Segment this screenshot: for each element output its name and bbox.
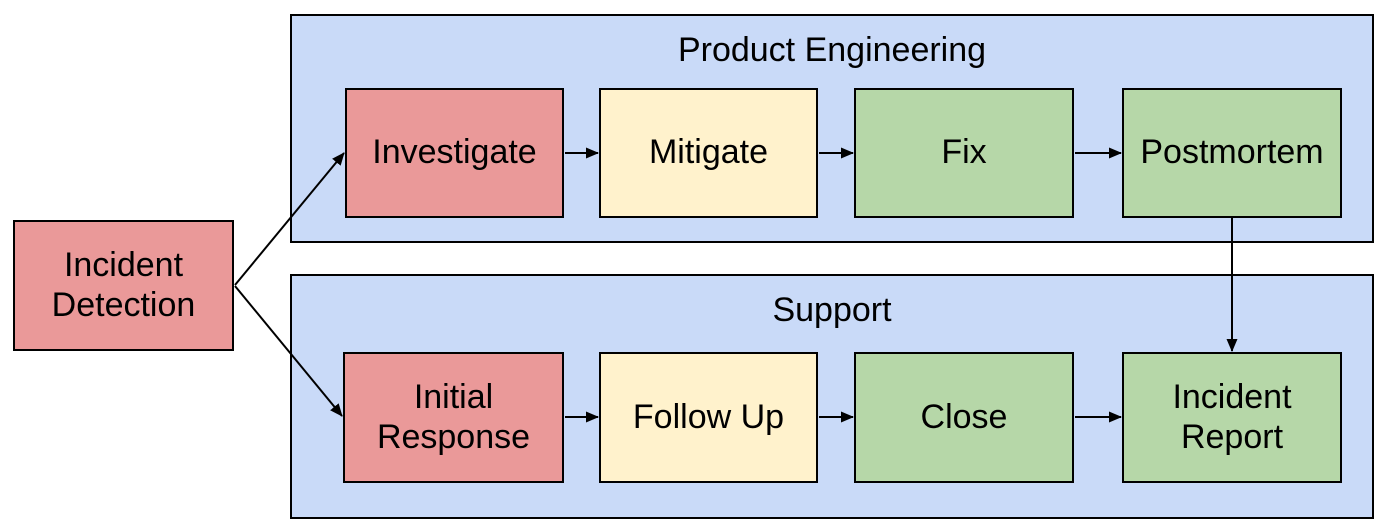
node-initial-response: Initial Response xyxy=(343,352,564,483)
lane-title-product-engineering: Product Engineering xyxy=(677,31,987,69)
node-incident-detection: Incident Detection xyxy=(13,220,234,351)
node-mitigate: Mitigate xyxy=(599,88,818,218)
node-postmortem: Postmortem xyxy=(1122,88,1342,218)
lane-title-support: Support xyxy=(772,291,892,329)
node-incident-report: Incident Report xyxy=(1122,352,1342,483)
node-follow-up: Follow Up xyxy=(599,352,818,483)
node-close: Close xyxy=(854,352,1074,483)
node-fix: Fix xyxy=(854,88,1074,218)
node-investigate: Investigate xyxy=(345,88,564,218)
